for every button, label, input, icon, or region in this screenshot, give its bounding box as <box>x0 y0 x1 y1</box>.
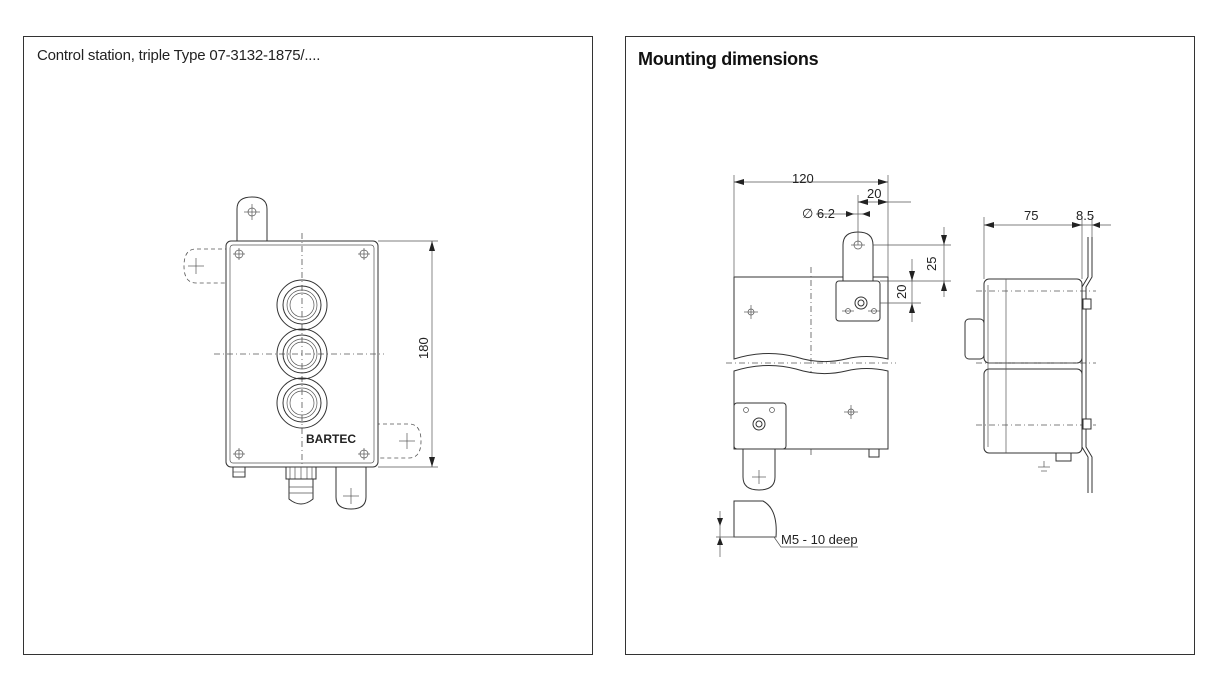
brand-label: BARTEC <box>306 432 356 446</box>
push-button-bottom <box>276 377 328 429</box>
side-view-mounting-bracket <box>1038 237 1093 493</box>
lug-height-25-label: 25 <box>924 257 939 271</box>
left-mounting-lug-alt <box>183 248 230 284</box>
right-mounting-lug-alt <box>375 423 422 459</box>
lug-offset-label: 20 <box>867 186 881 201</box>
height-dimension-label: 180 <box>416 337 431 359</box>
lug-height-20-label: 20 <box>894 285 909 299</box>
push-button-top <box>276 279 328 331</box>
right-panel: Mounting dimensions <box>625 36 1195 655</box>
thread-detail <box>716 500 858 557</box>
section-heading: Mounting dimensions <box>638 49 819 69</box>
side-view-body <box>964 278 1096 454</box>
cable-gland <box>285 466 317 505</box>
bottom-mounting-lug <box>335 466 367 510</box>
diagram-caption: Control station, triple Type 07-3132-187… <box>37 47 321 64</box>
front-view-upper-lug <box>835 231 881 322</box>
hole-diameter-label: ∅ 6.2 <box>802 206 835 221</box>
control-station-front-view: BARTEC 180 <box>183 196 438 510</box>
earth-screw <box>232 466 246 478</box>
width-total-label: 120 <box>792 171 814 186</box>
bracket-offset-label: 8.5 <box>1076 208 1094 223</box>
corner-screws <box>233 248 370 460</box>
thread-note-label: M5 - 10 deep <box>781 532 858 547</box>
push-button-middle <box>276 328 328 380</box>
mounting-dimensions-drawing: 120 20 ∅ 6.2 25 20 <box>716 171 1111 557</box>
lug-height-dimensions <box>873 227 951 322</box>
height-dimension <box>378 240 438 468</box>
depth-label: 75 <box>1024 208 1038 223</box>
left-panel: Control station, triple Type 07-3132-187… <box>23 36 593 655</box>
width-dimension-lines <box>733 175 911 277</box>
top-mounting-lug <box>236 196 268 243</box>
front-view-lower-body <box>733 365 889 491</box>
side-view-dimension-lines <box>983 217 1111 279</box>
